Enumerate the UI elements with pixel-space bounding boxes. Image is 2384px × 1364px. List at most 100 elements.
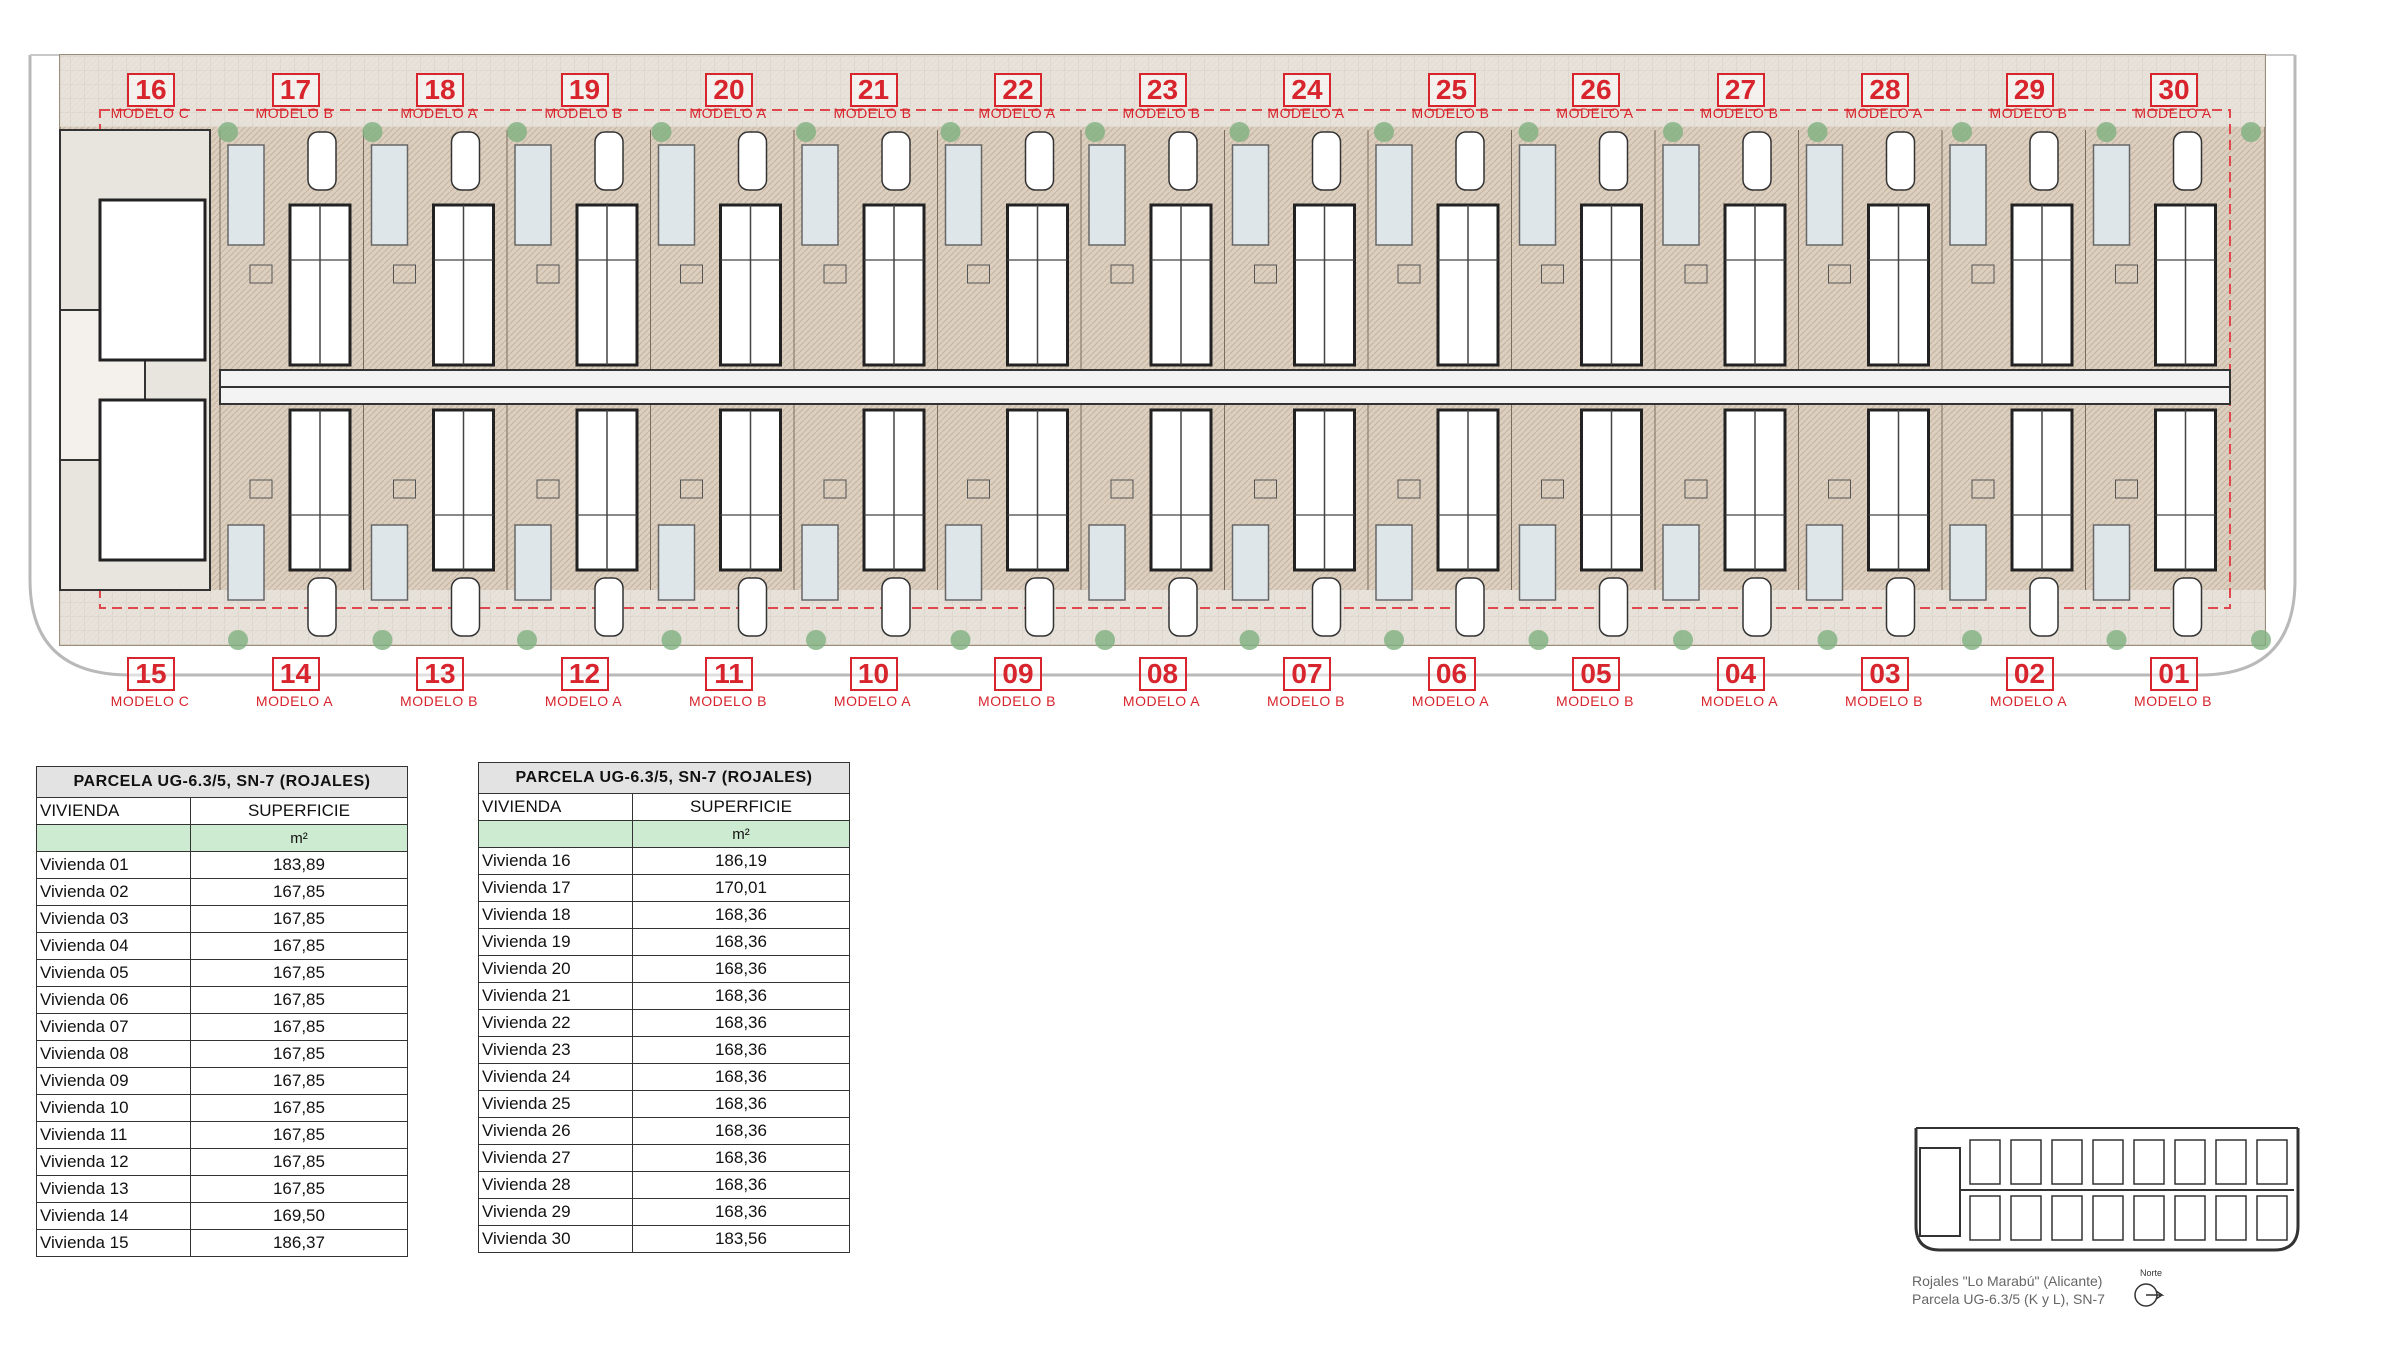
vivienda-area: 167,85 [189, 1148, 409, 1176]
plot-model-label: MODELO A [1845, 105, 1923, 121]
car-icon [2029, 577, 2059, 637]
key-plan-unit [1969, 1139, 2001, 1185]
plot-number: 24 [1283, 73, 1331, 107]
pool [1088, 524, 1126, 601]
plot-number: 06 [1427, 657, 1476, 691]
terrace-table [536, 264, 560, 284]
vivienda-area: 183,56 [631, 1225, 851, 1253]
key-plan-unit [2051, 1195, 2083, 1241]
terrace-table [1397, 479, 1421, 499]
key-plan-unit [2092, 1195, 2124, 1241]
pool [370, 524, 409, 601]
tree-icon [218, 122, 238, 142]
tree-icon [2251, 630, 2271, 650]
terrace-table [823, 264, 847, 284]
pool [1662, 144, 1700, 246]
pool [1231, 524, 1270, 601]
terrace-table [680, 264, 703, 284]
pool [657, 144, 696, 246]
plot-model-label: MODELO B [255, 105, 334, 121]
plot-number: 23 [1138, 73, 1187, 107]
car-icon [737, 577, 768, 637]
vivienda-area: 168,36 [631, 955, 851, 983]
car-icon [594, 131, 624, 191]
pool [514, 144, 552, 246]
vivienda-name: Vivienda 29 [478, 1198, 633, 1226]
car-icon [1742, 577, 1772, 637]
key-plan-unit [2215, 1195, 2247, 1241]
vivienda-area: 167,85 [189, 1040, 409, 1068]
pool [1805, 524, 1844, 601]
car-icon [1024, 131, 1055, 191]
plot-number: 15 [127, 657, 175, 691]
plot-number: 10 [849, 657, 898, 691]
plot-model-label: MODELO A [544, 693, 623, 709]
unit-cell-empty [36, 824, 191, 852]
plot-number: 08 [1138, 657, 1187, 691]
column-header-vivienda: VIVIENDA [36, 797, 191, 825]
pool [1518, 144, 1557, 246]
column-header-superficie: SUPERFICIE [631, 793, 851, 821]
plot-model-label: MODELO B [978, 693, 1056, 709]
pool [370, 144, 409, 246]
vivienda-name: Vivienda 06 [36, 986, 191, 1014]
vivienda-area: 186,37 [189, 1229, 409, 1257]
vivienda-area: 167,85 [189, 878, 409, 906]
tree-icon [1817, 630, 1838, 650]
plot-number: 29 [2005, 73, 2054, 107]
vivienda-name: Vivienda 08 [36, 1040, 191, 1068]
terrace-table [2115, 479, 2138, 499]
plot-number: 02 [2005, 657, 2054, 691]
car-icon [881, 577, 911, 637]
tree-icon [651, 122, 672, 142]
table-title: PARCELA UG-6.3/5, SN-7 (ROJALES) [478, 762, 850, 794]
car-icon [1885, 131, 1916, 191]
plot-number: 03 [1861, 657, 1909, 691]
terrace-table [1541, 479, 1564, 499]
north-arrow-icon [2134, 1283, 2165, 1307]
plot-model-label: MODELO B [400, 693, 478, 709]
vivienda-area: 168,36 [631, 1009, 851, 1037]
vivienda-name: Vivienda 28 [478, 1171, 633, 1199]
footer-parcel: Parcela UG-6.3/5 (K y L), SN-7 [1912, 1291, 2105, 1307]
pool [1375, 144, 1413, 246]
terrace-table [1684, 479, 1708, 499]
plot-number: 16 [127, 73, 175, 107]
plot-model-label: MODELO C [110, 105, 190, 121]
vivienda-name: Vivienda 05 [36, 959, 191, 987]
car-icon [1598, 131, 1629, 191]
tree-icon [372, 630, 393, 650]
vivienda-area: 168,36 [631, 1171, 851, 1199]
terrace-table [680, 479, 703, 499]
vivienda-name: Vivienda 26 [478, 1117, 633, 1145]
pool [1088, 144, 1126, 246]
unit-cell-empty [478, 820, 633, 848]
car-icon [450, 131, 481, 191]
tree-icon [1673, 630, 1693, 650]
column-header-vivienda: VIVIENDA [478, 793, 633, 821]
terrace-table [1971, 479, 1995, 499]
pool [1518, 524, 1557, 601]
terrace-table [393, 264, 416, 284]
vivienda-area: 167,85 [189, 1013, 409, 1041]
column-header-superficie: SUPERFICIE [189, 797, 409, 825]
terrace-table [967, 479, 990, 499]
plot-model-label: MODELO C [110, 693, 190, 709]
plot-model-label: MODELO A [2134, 105, 2212, 121]
surface-table-viviendas-16-30: PARCELA UG-6.3/5, SN-7 (ROJALES) VIVIEND… [478, 762, 851, 1253]
key-plan-unit [2051, 1139, 2083, 1185]
vivienda-area: 167,85 [189, 1175, 409, 1203]
key-plan-unit [2092, 1139, 2124, 1185]
vivienda-name: Vivienda 10 [36, 1094, 191, 1122]
terrace-table [1254, 264, 1277, 284]
plot-number: 14 [271, 657, 320, 691]
footer-location: Rojales "Lo Marabú" (Alicante) [1912, 1273, 2103, 1289]
